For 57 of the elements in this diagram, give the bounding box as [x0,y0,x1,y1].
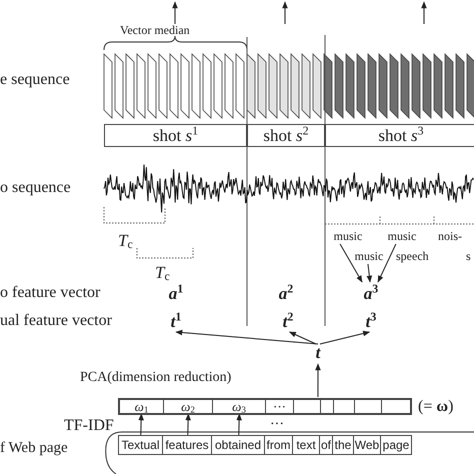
vector-cell [355,399,382,414]
feature-vector-symbol: t$^{2}$ [272,310,304,332]
word-cell: features [163,435,212,455]
arrow [378,244,396,283]
vector-cell: ω$_{3}$ [213,399,266,414]
arrow [340,244,363,283]
step-label: PCA(dimension reduction) [80,369,232,387]
word-cell: text [293,435,320,455]
feature-vector-symbol: t$^{1}$ [160,310,192,332]
vector-cell [321,399,334,414]
word-cell: the [333,435,354,455]
vector-cell: ··· [266,399,294,414]
word-cell: obtained [212,435,265,455]
audio-class-label: music [384,228,420,244]
vector-cell: ω$_{1}$ [119,399,164,414]
arrow [185,413,191,436]
arrow [138,413,144,436]
feature-vector-symbol: a$^{2}$ [270,282,302,304]
audio-class-label: s [466,248,472,264]
vector-cell [382,399,411,414]
vector-box [118,398,412,415]
arrow [175,330,318,344]
step-label: TF-IDF [64,417,115,435]
arrow [236,413,242,436]
row-label: f Web page [0,438,69,458]
word-cell: page [381,435,412,455]
audio-class-label: speech [396,248,430,264]
vector-cell: ω$_{2}$ [164,399,213,414]
vector-cell [294,399,321,414]
arrow [315,363,321,398]
window-label: T$_{c}$ [155,262,171,282]
audio-class-label: nois- [438,228,463,244]
word-cell: from [265,435,293,455]
feature-vector-symbol: t$^{3}$ [355,310,387,332]
shot-box: shot s$^{2}$ [247,124,325,147]
vector-label: (= ω) [418,397,454,417]
row-label: o feature vector [0,283,102,303]
shot-box: shot s$^{1}$ [104,124,247,147]
row-label: e sequence [0,70,71,90]
caption-text: Vector median [120,22,191,38]
shot-box: shot s$^{3}$ [325,124,474,147]
arrow [366,264,372,283]
arrow [320,330,370,344]
row-label: o sequence [0,178,72,198]
word-cell: Textual [118,435,163,455]
window-label: T$_{c}$ [118,230,134,250]
vector-cell [334,399,355,414]
word-cell: of [320,435,333,455]
ellipsis: ··· [270,418,285,432]
feature-vector-symbol: a$^{3}$ [355,282,387,304]
word-cell: Web [354,435,381,455]
row-label: ual feature vector [0,311,113,331]
arrow [288,332,316,344]
feature-vector-symbol: a$^{1}$ [160,282,192,304]
audio-class-label: music [330,228,366,244]
feature-vector-symbol: t [308,342,328,362]
audio-class-label: music [352,248,386,264]
